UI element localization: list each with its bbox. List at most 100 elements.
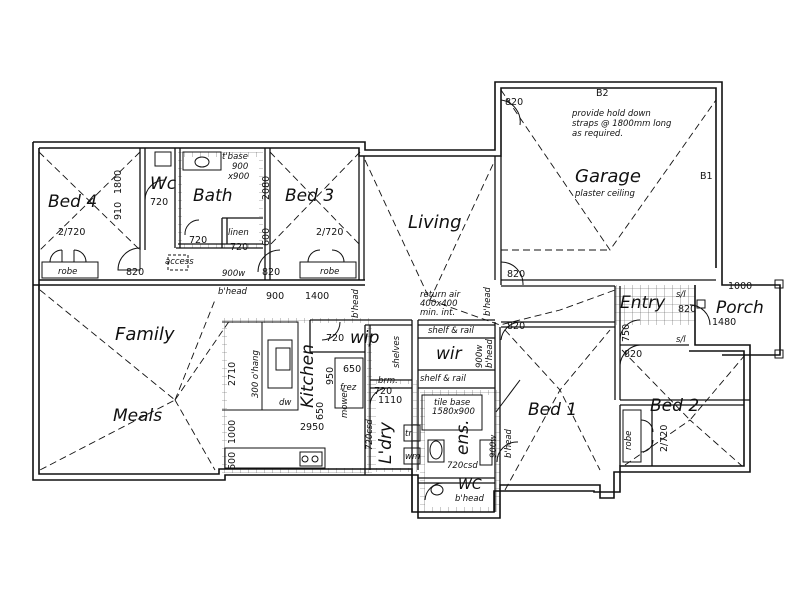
dim-600-lower: 600 <box>227 451 238 470</box>
room-label-bed4: Bed 4 <box>48 192 98 212</box>
dim-entry-door-2: 820 <box>678 304 697 315</box>
wc-bulkhead-label: b'head <box>455 494 484 504</box>
trough-label: tr. <box>405 429 414 439</box>
bulkhead-vertical-1: b'head <box>351 289 361 318</box>
dim-bath-door: 720 <box>189 235 208 246</box>
bulkhead-note-2: b'head <box>218 287 247 297</box>
wir-bulkhead-1: 900w <box>475 344 485 368</box>
garage-note-line1: provide hold down <box>572 109 651 119</box>
dim-600: 600 <box>261 227 272 246</box>
tile-base-note-2: 1580x900 <box>432 407 475 417</box>
bulkhead-note-1: 900w <box>222 269 246 279</box>
garage-note-line3: as required. <box>572 129 624 139</box>
robe-label-bed4: robe <box>58 267 78 277</box>
shelf-rail-wir-top: shelf & rail <box>428 326 474 336</box>
dim-bed4-robe-door: 2/720 <box>58 227 86 238</box>
ensuite-bulkhead-2: b'head <box>504 429 514 458</box>
dim-900: 900 <box>266 291 285 302</box>
dim-1400: 1400 <box>305 291 330 302</box>
tile-base-note-1: tile base <box>434 398 471 408</box>
room-label-wip: wip <box>350 328 380 348</box>
wir-bulkhead-2: b'head <box>485 339 495 368</box>
room-label-wc: Wc <box>150 174 177 194</box>
dim-porch-1480: 1480 <box>712 317 737 328</box>
room-label-laundry: L'dry <box>376 422 396 464</box>
bulkhead-vertical-2: b'head <box>483 287 493 316</box>
dim-garage-door: 820 <box>507 269 526 280</box>
room-label-entry: Entry <box>620 293 666 313</box>
dim-650-upper: 650 <box>343 364 362 375</box>
dim-bed4-door: 820 <box>126 267 145 278</box>
sidelight-label-2: s/l <box>676 335 686 345</box>
dim-wc-door: 720 <box>150 197 169 208</box>
dim-2950: 2950 <box>300 422 325 433</box>
ensuite-bulkhead-1: 900w <box>489 434 499 458</box>
shelf-rail-wir-bottom: shelf & rail <box>420 374 466 384</box>
mower-label: mower <box>340 388 350 418</box>
cavity-slider-label-1: 720csd <box>365 419 375 450</box>
room-label-kitchen: Kitchen <box>298 344 318 408</box>
return-air-note-1: return air <box>420 290 461 300</box>
room-label-bed1: Bed 1 <box>528 400 578 420</box>
access-label: access <box>165 257 194 267</box>
dim-bed3-robe-door: 2/720 <box>316 227 344 238</box>
dim-porch-1000: 1000 <box>728 281 753 292</box>
room-label-bath: Bath <box>193 186 233 206</box>
tbase-note-2: 900 <box>232 162 249 172</box>
dim-bed3-door: 820 <box>262 267 281 278</box>
overhang-label: 300 o'hang <box>251 350 261 398</box>
room-label-wir: wir <box>436 344 462 364</box>
robe-label-bed3: robe <box>320 267 340 277</box>
washing-machine-label: wm <box>405 452 421 462</box>
dim-1000: 1000 <box>227 419 238 444</box>
cavity-slider-label-2: 720csd <box>447 461 478 471</box>
room-label-family: Family <box>115 324 175 345</box>
dim-750: 750 <box>621 323 632 342</box>
dim-entry-door: 820 <box>624 349 643 360</box>
room-label-ensuite-wc: WC <box>458 477 482 493</box>
garage-note-line2: straps @ 1800mm long <box>572 119 672 129</box>
porch-posts <box>696 279 784 359</box>
room-label-bed2: Bed 2 <box>650 396 700 416</box>
entry-tiled-floor <box>615 285 695 325</box>
dim-1110: 1110 <box>378 395 403 406</box>
dim-garage-top-door: 820 <box>505 97 524 108</box>
dim-laundry-door: 720 <box>374 386 393 397</box>
dim-650: 650 <box>315 401 326 420</box>
dishwasher-label: dw <box>279 398 292 408</box>
room-label-garage: Garage <box>575 166 641 187</box>
robe-label-bed2: robe <box>624 430 634 450</box>
room-label-bed3: Bed 3 <box>285 186 335 206</box>
dim-950: 950 <box>325 366 336 385</box>
dim-wip-door: 720 <box>326 333 345 344</box>
dim-2080: 2080 <box>261 175 272 200</box>
sidelight-label-1: s/l <box>676 290 686 300</box>
beam-label-b2: B2 <box>596 88 609 99</box>
return-air-note-2: 400x400 <box>420 299 458 309</box>
ceiling-diagonals <box>38 89 746 491</box>
room-label-living: Living <box>408 212 462 233</box>
garage-plaster-note: plaster ceiling <box>575 189 635 199</box>
robes <box>41 249 654 463</box>
dim-bed2-robe-door: 2/720 <box>659 424 670 452</box>
broom-label: brm. <box>378 376 398 386</box>
room-label-meals: Meals <box>113 406 163 426</box>
tbase-note-1: t'base <box>222 152 248 162</box>
return-air-note-3: min. int. <box>420 308 456 318</box>
room-label-porch: Porch <box>716 298 764 318</box>
beam-label-b1: B1 <box>700 171 713 182</box>
dim-2710: 2710 <box>227 361 238 386</box>
dim-linen-door: 720 <box>230 242 249 253</box>
internal-walls <box>38 148 750 512</box>
door-swings <box>117 99 711 501</box>
freezer-label: frez <box>340 383 357 393</box>
dim-1800: 1800 <box>113 169 124 194</box>
fixtures <box>154 151 493 496</box>
room-label-ensuite: ens. <box>453 419 473 456</box>
dim-bed1-door: 820 <box>507 321 526 332</box>
linen-label: linen <box>228 228 249 238</box>
shelves-label: shelves <box>392 335 402 368</box>
tbase-note-3: x900 <box>228 172 250 182</box>
dim-910: 910 <box>113 201 124 220</box>
